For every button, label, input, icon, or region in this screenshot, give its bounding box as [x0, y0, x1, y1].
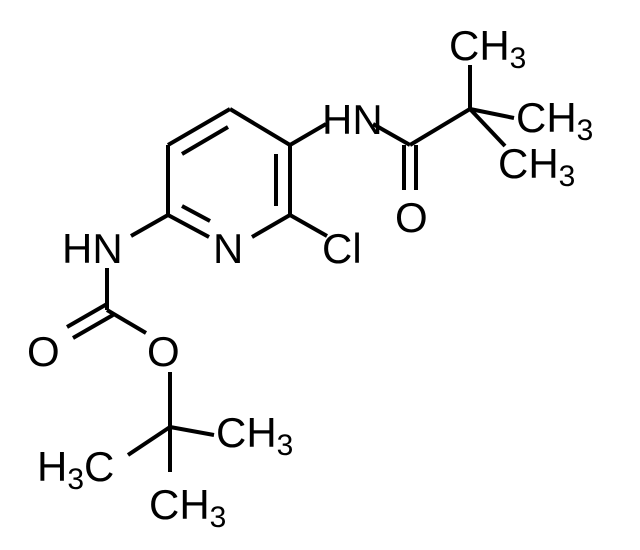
bond-n1-c6-inner [181, 204, 211, 223]
label-cl: Cl [322, 225, 362, 272]
label-o-ester: O [147, 328, 180, 375]
bond-cc-o-a [66, 302, 108, 329]
bond-co-cq [408, 107, 472, 147]
label-ch3-right: CH3 [516, 94, 593, 147]
bond-c2-cl [289, 213, 328, 238]
bond-c6-nh [130, 213, 169, 238]
label-ch3-mid: CH3 [498, 140, 575, 193]
bond-c4-c3 [228, 107, 292, 147]
label-o-amide: O [395, 194, 428, 241]
bond-n1-c6 [167, 213, 210, 239]
label-o-carbonyl: O [27, 328, 60, 375]
label-nh-amide: HN [322, 96, 383, 143]
bond-c4-c5-inner [180, 125, 230, 156]
bond-cc-o-b [72, 313, 114, 340]
bonds [66, 65, 515, 472]
bond-c4-c5 [166, 107, 232, 147]
label-h3c-tbu-left: H3C [37, 443, 114, 496]
bond-c2-n1 [250, 213, 292, 239]
bond-c3-nh [288, 122, 328, 147]
label-ch3-tbu-bottom: CH3 [149, 481, 226, 534]
bond-cq-me-mid [468, 107, 507, 148]
label-n-ring: N [213, 225, 243, 272]
label-ch3-tbu-right: CH3 [216, 409, 293, 462]
bond-ctbu-me-left [126, 425, 172, 457]
bond-nh-co [372, 122, 411, 147]
bond-cc-oester [105, 308, 148, 335]
label-ch3-top: CH3 [449, 22, 526, 75]
bond-cq-me-right [469, 107, 515, 120]
bond-ctbu-me-right [169, 425, 215, 437]
label-nh-carbamate: HN [62, 225, 123, 272]
atom-labels: HN CH3 CH3 CH3 O HN N Cl O O CH3 H3C CH3 [27, 22, 593, 534]
